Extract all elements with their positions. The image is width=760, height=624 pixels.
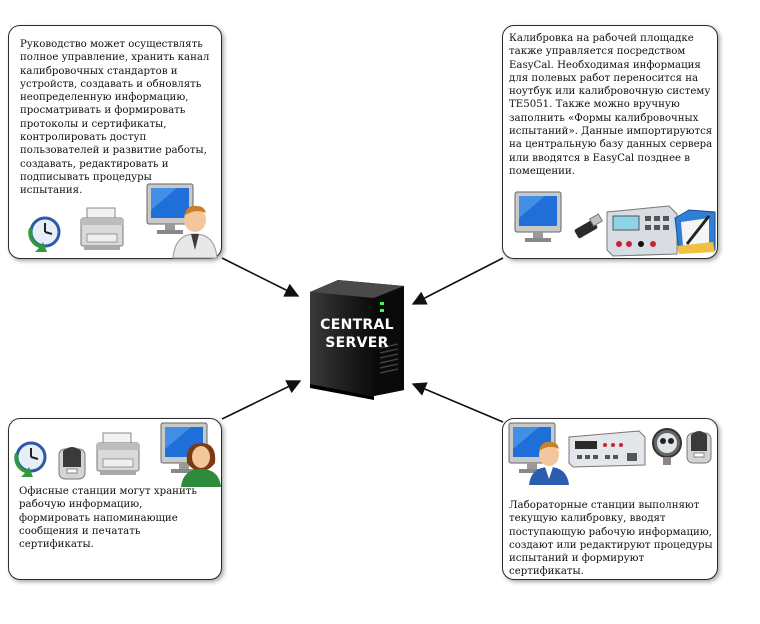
server-label-line1: CENTRAL	[320, 317, 394, 333]
office-stations-icons	[14, 422, 221, 487]
arrow-office-to-server	[221, 380, 302, 420]
server-label-line2: SERVER	[325, 335, 389, 351]
management-box: Руководство может осуществлять полное уп…	[8, 25, 222, 259]
usb-drive-icon	[574, 213, 604, 239]
pressure-gauge-icon	[652, 428, 682, 465]
field-calibration-icons	[514, 191, 716, 257]
clock-arrow-icon	[28, 216, 61, 252]
central-server-icon	[310, 280, 404, 400]
printer-icon	[96, 432, 140, 475]
calibrator-device-icon	[606, 205, 678, 257]
monitor-icon	[514, 191, 562, 242]
office-stations-box: Офисные станции могут хранить рабочую ин…	[8, 418, 222, 580]
label-printer-icon	[58, 447, 86, 480]
office-stations-description: Офисные станции могут хранить рабочую ин…	[19, 486, 197, 551]
folder-pen-icon	[674, 209, 716, 254]
user-male-icon	[529, 441, 569, 485]
clock-arrow-icon	[14, 441, 47, 477]
printer-icon	[80, 207, 124, 250]
lab-calibrator-icon	[568, 430, 646, 468]
arrow-management-to-server	[221, 257, 300, 297]
field-calibration-description: Калибровка на рабочей площадке также упр…	[509, 33, 713, 177]
arrow-lab-to-server	[411, 382, 504, 423]
arrow-field-to-server	[411, 257, 504, 305]
label-printer-icon	[686, 431, 712, 464]
field-calibration-box: Калибровка на рабочей площадке также упр…	[502, 25, 718, 259]
monitor-icon	[146, 183, 194, 234]
lab-stations-icons	[508, 422, 712, 485]
management-icons	[28, 183, 218, 259]
lab-stations-description: Лабораторные станции выполняют текущую к…	[509, 500, 713, 578]
lab-stations-box: Лабораторные станции выполняют текущую к…	[502, 418, 718, 580]
user-male-icon	[172, 205, 218, 259]
management-description: Руководство может осуществлять полное уп…	[20, 39, 210, 197]
user-female-icon	[181, 443, 221, 487]
